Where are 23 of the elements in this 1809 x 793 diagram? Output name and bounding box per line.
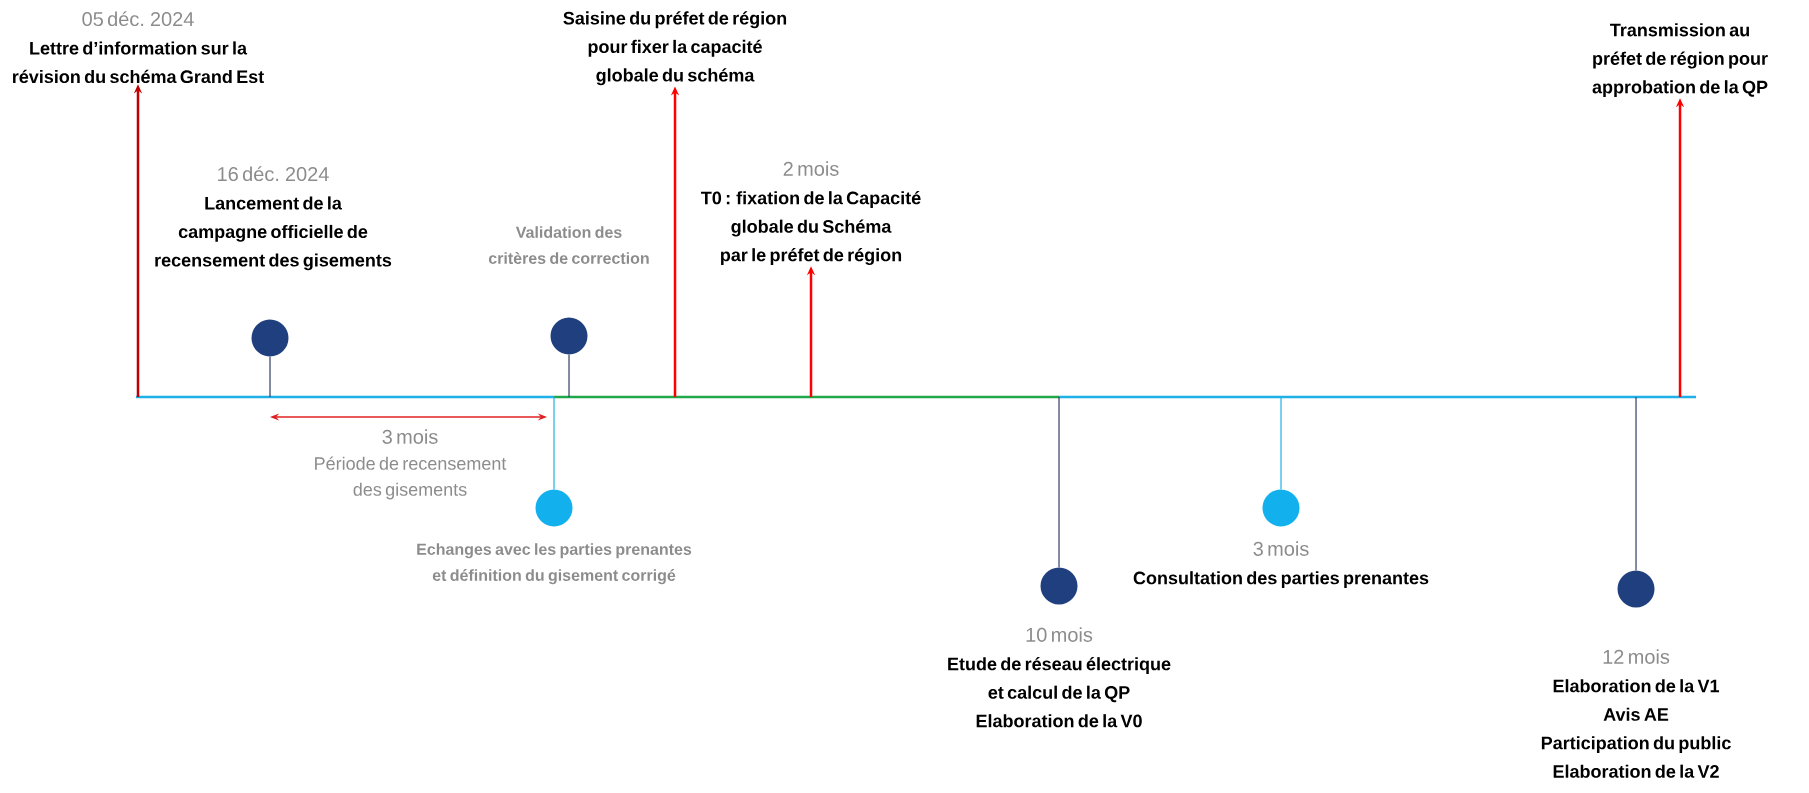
stem-line [553, 396, 555, 490]
stem-line [269, 356, 271, 398]
milestone-label: 3 mois Consultation des parties prenantes [1133, 541, 1429, 588]
milestone-label: Transmission au préfet de région pour approbation de la QP [1592, 23, 1768, 97]
timeline-bar [136, 395, 1696, 399]
milestone-label: 05 déc. 2024 Lettre d’information sur la révision du schéma Grand Est [13, 11, 264, 84]
milestone-label: 2 mois T0 : fixation de la Capacité globale du Schéma par le préfet de région [701, 161, 921, 265]
milestone-label: Echanges avec les parties prenantes et définition du gisement corrigé [417, 543, 692, 585]
milestone-label: Saisine du préfet de région pour fixer la capacité globale du schéma [563, 11, 787, 86]
stem-line [1280, 396, 1282, 490]
milestone-label: 16 déc. 2024 Lancement de la campagne officielle de recensement des gisements [155, 166, 392, 271]
milestone-label: Validation des critères de correction [488, 226, 649, 264]
node-label: 12 mois [1603, 649, 1670, 664]
node-label: Avis AE [1603, 707, 1669, 721]
stem-line [1058, 396, 1060, 568]
milestone-label: 10 mois Etude de réseau électrique et calcul de la QP Elaboration de la V0 [948, 627, 1171, 728]
node-label: Participation du public [1541, 736, 1731, 753]
node-label: Elaboration de la V1 [1553, 679, 1720, 693]
period-label: 3 mois Période de recensement des gisements [315, 429, 507, 500]
milestone-label: 12 mois Elaboration de la V1 Avis AE Participation du public Elaboration de la V2 [1541, 649, 1731, 778]
stem-line [1635, 396, 1637, 571]
stem-line [568, 354, 570, 398]
node-label: Elaboration de la V2 [1553, 764, 1719, 778]
